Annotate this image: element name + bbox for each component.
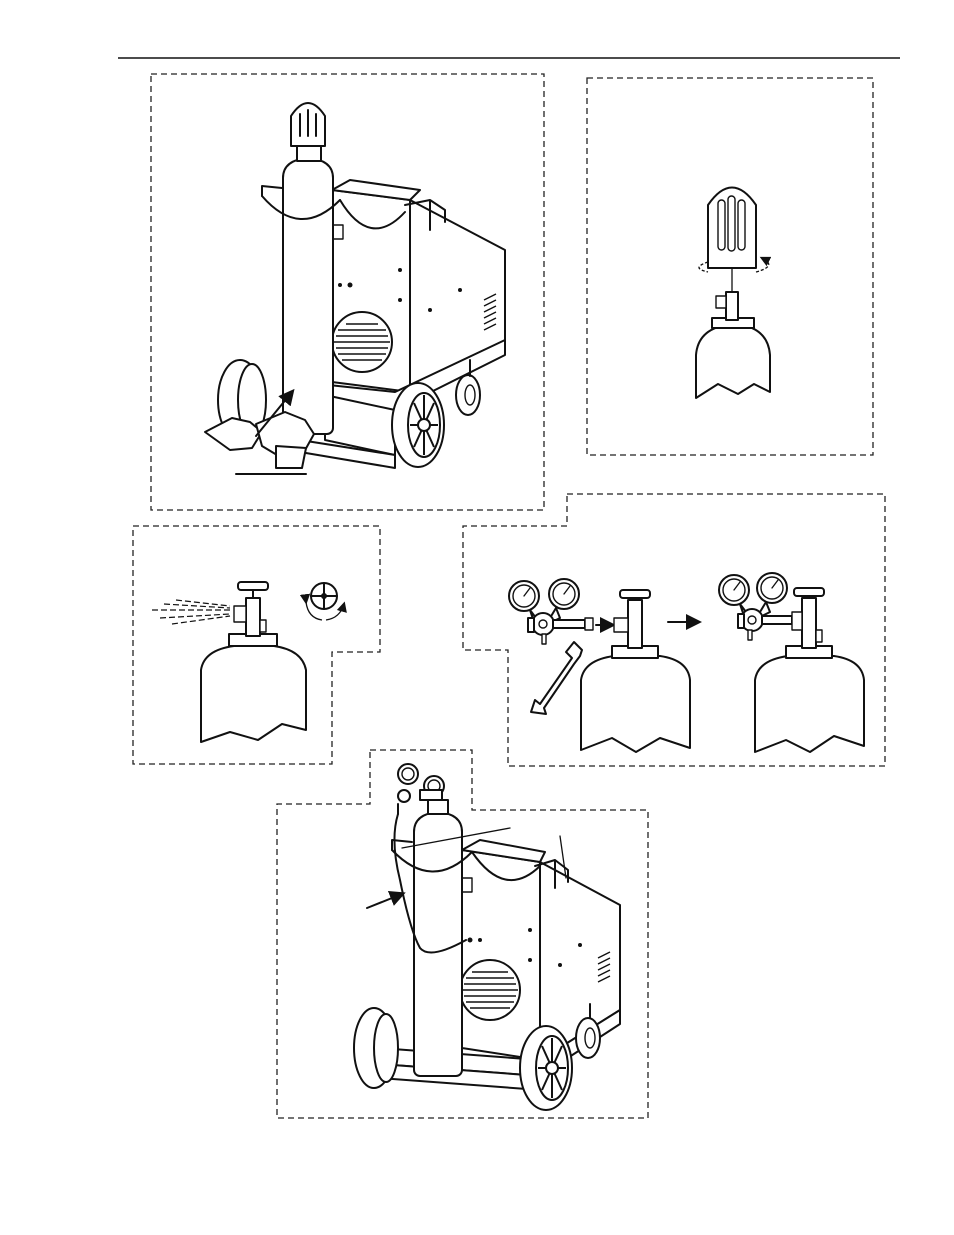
valve-cap: [708, 188, 756, 293]
cylinder-top: [201, 582, 306, 742]
panel-secure-cylinder: [151, 74, 544, 510]
cylinder-left: [581, 590, 690, 752]
pointer-line: [560, 836, 566, 878]
cylinder-top: [696, 292, 770, 398]
cart-illustration: [354, 840, 620, 1110]
panel-installed-cylinder: [277, 750, 648, 1118]
regulator-right: [719, 573, 792, 640]
gas-spray-lines: [152, 600, 230, 624]
panel-remove-cap: [587, 78, 873, 455]
panel-install-regulator: [463, 494, 885, 766]
regulator-left: [509, 579, 593, 644]
valve-handwheel-icon: [306, 583, 344, 620]
wrench-icon: [531, 642, 582, 714]
pointer-arrow: [367, 894, 402, 908]
cylinder-right: [755, 588, 864, 752]
panel-crack-valve: [133, 526, 380, 764]
